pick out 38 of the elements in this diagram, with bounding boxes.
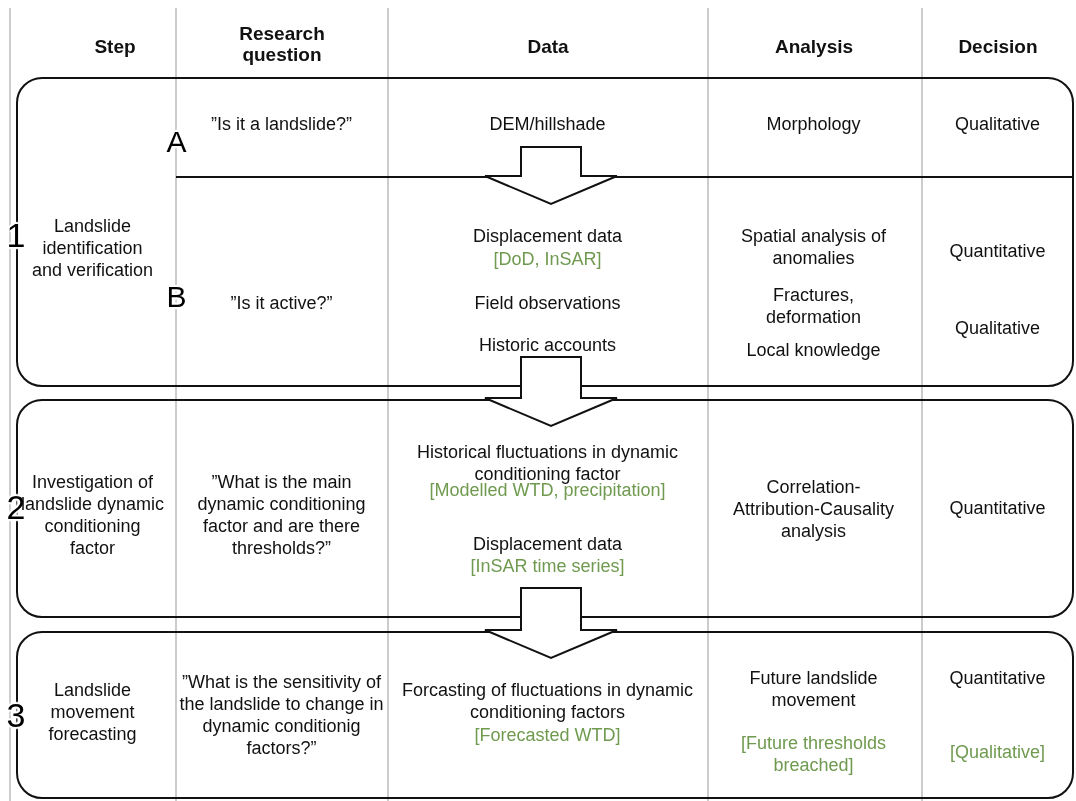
cell-text: Displacement data: [471, 224, 624, 247]
cell-text: Qualitative: [953, 112, 1041, 135]
cell-text: Correlation-Attribution-Causality analysis: [731, 475, 896, 542]
cell-text: ”Is it active?”: [229, 291, 334, 314]
cell-text: Morphology: [765, 112, 862, 135]
block-arrow: [484, 146, 618, 206]
cell-text: Quantitative: [948, 239, 1047, 262]
cell-text: Quantitative: [948, 496, 1047, 519]
cell-text: DEM/hillshade: [488, 112, 607, 135]
cell-text: [Forecasted WTD]: [473, 723, 622, 746]
row-letter: A: [166, 123, 187, 160]
cell-text: Fractures, deformation: [764, 283, 863, 328]
cell-text: Displacement data: [471, 532, 624, 555]
cell-text: [Future thresholds breached]: [739, 731, 888, 776]
cell-text: Field observations: [473, 291, 622, 314]
cell-text: ”What is the main dynamic conditioning factor and are there thresholds?”: [196, 470, 367, 559]
block-arrow: [484, 356, 618, 428]
cell-text: Qualitative: [953, 316, 1041, 339]
cell-text: ”What is the sensitivity of the landslide to change in dynamic conditionig factors?”: [179, 670, 384, 759]
column-header: Data: [526, 36, 570, 57]
cell-text: ”Is it a landslide?”: [209, 112, 354, 135]
cell-text: Historic accounts: [477, 333, 618, 356]
column-header: Analysis: [773, 36, 855, 57]
cell-text: [DoD, InSAR]: [492, 247, 603, 270]
row-letter: B: [166, 278, 187, 315]
cell-text: Local knowledge: [745, 338, 882, 361]
column-header: Step: [93, 36, 137, 57]
block-arrow: [484, 587, 618, 660]
cell-text: Future landslide movement: [748, 666, 879, 711]
column-header: Research question: [238, 23, 326, 65]
cell-text: Landslide movement forecasting: [47, 678, 138, 745]
cell-text: Forcasting of fluctuations in dynamic conditioning factors: [400, 678, 695, 723]
cell-text: Quantitative: [948, 666, 1047, 689]
cell-text: Landslide identification and verification: [31, 214, 154, 281]
cell-text: [InSAR time series]: [469, 554, 626, 577]
cell-text: Spatial analysis of anomalies: [739, 224, 888, 269]
column-header: Decision: [957, 36, 1039, 57]
cell-text: [Qualitative]: [948, 740, 1046, 763]
